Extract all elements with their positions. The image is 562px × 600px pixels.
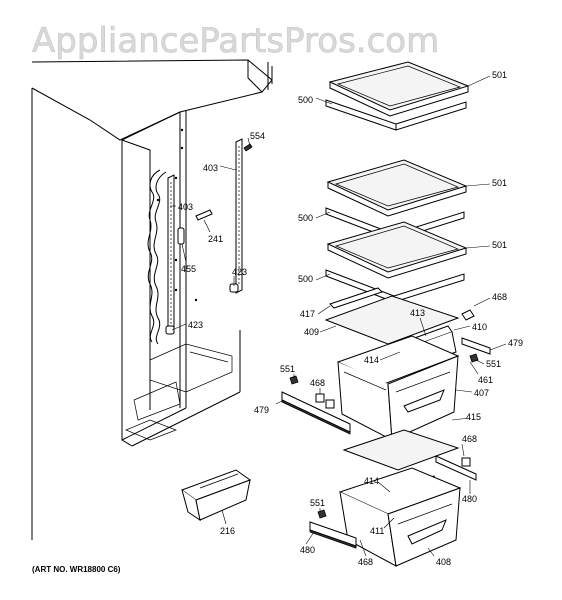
crisper-divider-glass [342,429,460,471]
callout-417: 417 [300,309,315,319]
callout-551-right: 551 [486,359,501,369]
callout-501-lower: 501 [492,240,507,250]
callout-414-lower: 414 [364,476,379,486]
callout-500-lower: 500 [298,274,313,284]
callout-500-middle: 500 [298,213,313,223]
callout-423-left: 423 [188,320,203,330]
callout-403-left: 403 [178,202,193,212]
callout-479-right: 479 [508,338,523,348]
callout-403-right: 403 [203,163,218,173]
clip-455 [177,227,185,245]
slide-stop-left-upper [315,393,335,409]
crisper-cover-glass [324,287,460,345]
shelf-rail-right [235,138,243,294]
callout-410: 410 [472,322,487,332]
callout-468-right-lower: 468 [462,434,477,444]
screw-551-right [469,353,479,363]
callout-468-top-right: 468 [492,292,507,302]
shelf-rail-left [167,174,175,334]
callout-554: 554 [250,131,265,141]
callout-501-top: 501 [492,70,507,80]
glass-shelf-3 [325,221,468,303]
callout-407: 407 [474,388,489,398]
drawer-slide-left-lower [309,521,357,549]
callout-480-right: 480 [462,494,477,504]
crisper-drawer-lower [338,467,462,567]
callout-500-top: 500 [298,95,313,105]
callout-414-upper: 414 [364,355,379,365]
callout-551-lower: 551 [310,498,325,508]
refrigerator-cabinet [31,59,273,540]
crisper-drawer-upper [336,335,460,441]
drawer-slide-right-upper [461,337,491,355]
callout-423-right: 423 [232,267,247,277]
callout-labels: 501 500 554 403 403 241 455 423 423 501 … [178,70,523,567]
callout-479-left: 479 [254,405,269,415]
drawer-slide-right-lower [435,455,477,481]
glass-shelf-1 [325,61,470,131]
callout-413: 413 [410,308,425,318]
callout-480-left: 480 [300,545,315,555]
screw-554 [243,143,253,152]
callout-411: 411 [370,526,384,536]
callout-415: 415 [466,412,481,422]
rail-cap-lower [165,325,175,335]
pin-241 [195,209,213,221]
art-number: (ART NO. WR18800 C6) [32,565,121,574]
callout-455: 455 [181,264,196,274]
screw-551-lower [317,509,327,519]
callout-501-middle: 501 [492,178,507,188]
leader-lines [170,75,507,557]
callout-409: 409 [304,327,319,337]
slide-stop-right-upper [461,309,475,321]
callout-468-lower: 468 [358,557,373,567]
callout-468-left-upper: 468 [310,378,325,388]
callout-551-left: 551 [280,364,295,374]
callout-461: 461 [478,375,493,385]
door-bin [180,469,252,522]
callout-241: 241 [208,234,223,244]
callout-408: 408 [436,557,451,567]
callout-216: 216 [220,526,235,536]
watermark-text: AppliancePartsPros.com [32,21,439,61]
